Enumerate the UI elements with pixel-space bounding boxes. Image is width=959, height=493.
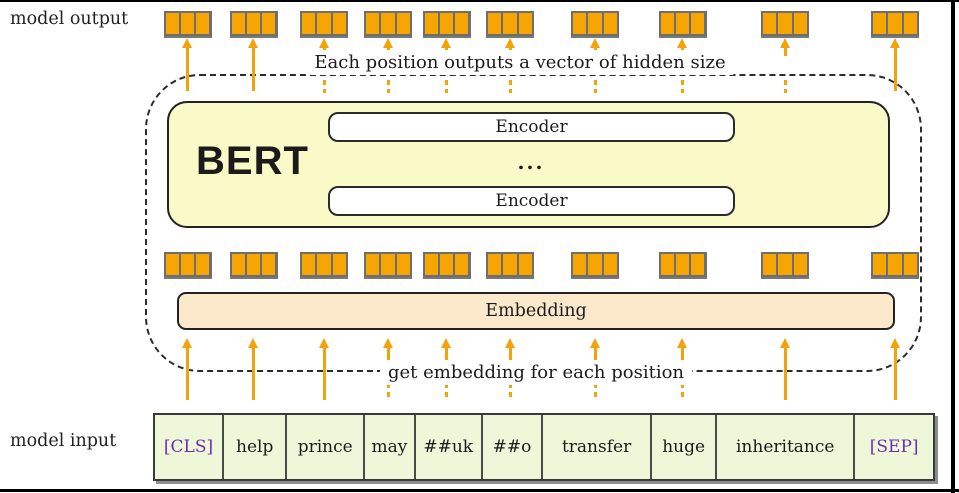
output-vector <box>364 11 412 36</box>
frame-border-right <box>951 0 955 493</box>
vector-cell <box>691 13 705 34</box>
vector-cell <box>518 13 532 34</box>
token-label: transfer <box>561 437 632 457</box>
caption-top: Each position outputs a vector of hidden… <box>306 50 734 75</box>
frame-border-top <box>0 0 959 2</box>
vector-cell <box>246 13 261 34</box>
vector-cell <box>573 13 587 34</box>
token-label: [CLS] <box>163 437 214 457</box>
vector-cell <box>396 13 410 34</box>
vector-cell <box>332 13 346 34</box>
token-label: ##uk <box>423 437 474 457</box>
vector-cell <box>381 13 395 34</box>
output-vector <box>163 11 212 36</box>
vector-cell <box>660 13 674 34</box>
vector-cell <box>793 13 807 34</box>
vector-cell <box>455 13 469 34</box>
arrow-head <box>589 38 600 48</box>
arrow-head <box>504 38 515 48</box>
arrow-dash-stub <box>386 383 390 401</box>
token-cell: ##uk <box>415 415 483 479</box>
embedding-box: Embedding <box>177 292 895 330</box>
frame-border-bottom <box>0 489 959 492</box>
output-vector <box>486 11 534 36</box>
token-cell: huge <box>652 415 718 479</box>
token-cell: ##o <box>482 415 544 479</box>
token-label: ##o <box>492 437 532 457</box>
input-token-table: [CLS] help prince may ##uk ##o transfer huge inh… <box>153 413 935 481</box>
token-cell: [CLS] <box>155 415 225 479</box>
vector-cell <box>888 13 902 34</box>
arrow-head <box>677 38 687 48</box>
token-cell: help <box>224 415 288 479</box>
arrow-head <box>441 38 451 48</box>
token-label: help <box>236 437 274 457</box>
vector-cell <box>262 13 276 34</box>
arrow-head <box>382 38 393 48</box>
encoder-bottom-label: Encoder <box>495 191 568 211</box>
caption-bottom: get embedding for each position <box>379 360 693 385</box>
vector-cell <box>503 13 517 34</box>
vector-cell <box>903 13 917 34</box>
arrow-head <box>889 38 900 48</box>
arrow-shaft <box>783 46 787 56</box>
vector-cell <box>180 13 195 34</box>
token-cell: [SEP] <box>855 415 934 479</box>
token-cell: prince <box>287 415 366 479</box>
token-label: huge <box>662 437 706 457</box>
arrow-dash-stub <box>593 383 597 401</box>
encoder-top-box: Encoder <box>328 112 735 142</box>
token-cell: may <box>365 415 416 479</box>
model-output-label: model output <box>10 9 129 29</box>
arrow-dash-stub <box>445 383 448 401</box>
arrow-head <box>318 38 329 48</box>
arrow-head <box>248 38 258 48</box>
encoder-ellipsis: ... <box>517 150 545 174</box>
model-input-label: model input <box>10 431 117 451</box>
vector-cell <box>588 13 602 34</box>
arrow-head <box>779 38 790 48</box>
output-vector <box>658 11 707 36</box>
vector-cell <box>302 13 316 34</box>
token-label: may <box>371 437 408 457</box>
token-label: prince <box>297 437 353 457</box>
vector-cell <box>488 13 502 34</box>
arrow-dash-stub <box>508 383 512 401</box>
vector-cell <box>165 13 179 34</box>
output-vector <box>229 11 278 36</box>
token-label: [SEP] <box>869 437 919 457</box>
arrow-dash-stub <box>681 383 684 401</box>
encoder-bottom-box: Encoder <box>328 186 735 216</box>
vector-cell <box>603 13 617 34</box>
arrow-head <box>182 38 192 48</box>
vector-cell <box>873 13 887 34</box>
vector-cell <box>317 13 331 34</box>
token-cell: inheritance <box>717 415 856 479</box>
token-label: inheritance <box>736 437 835 457</box>
output-vector <box>422 11 471 36</box>
vector-cell <box>366 13 380 34</box>
embedding-label: Embedding <box>485 301 587 321</box>
vector-cell <box>196 13 210 34</box>
vector-cell <box>778 13 792 34</box>
output-vector <box>571 11 619 36</box>
encoder-top-label: Encoder <box>495 117 568 137</box>
vector-cell <box>424 13 438 34</box>
output-vector <box>300 11 348 36</box>
bert-title: BERT <box>196 139 309 183</box>
output-vector <box>871 11 919 36</box>
output-vector <box>761 11 809 36</box>
token-cell: transfer <box>543 415 653 479</box>
vector-cell <box>231 13 245 34</box>
vector-cell <box>675 13 690 34</box>
vector-cell <box>763 13 777 34</box>
vector-cell <box>439 13 454 34</box>
